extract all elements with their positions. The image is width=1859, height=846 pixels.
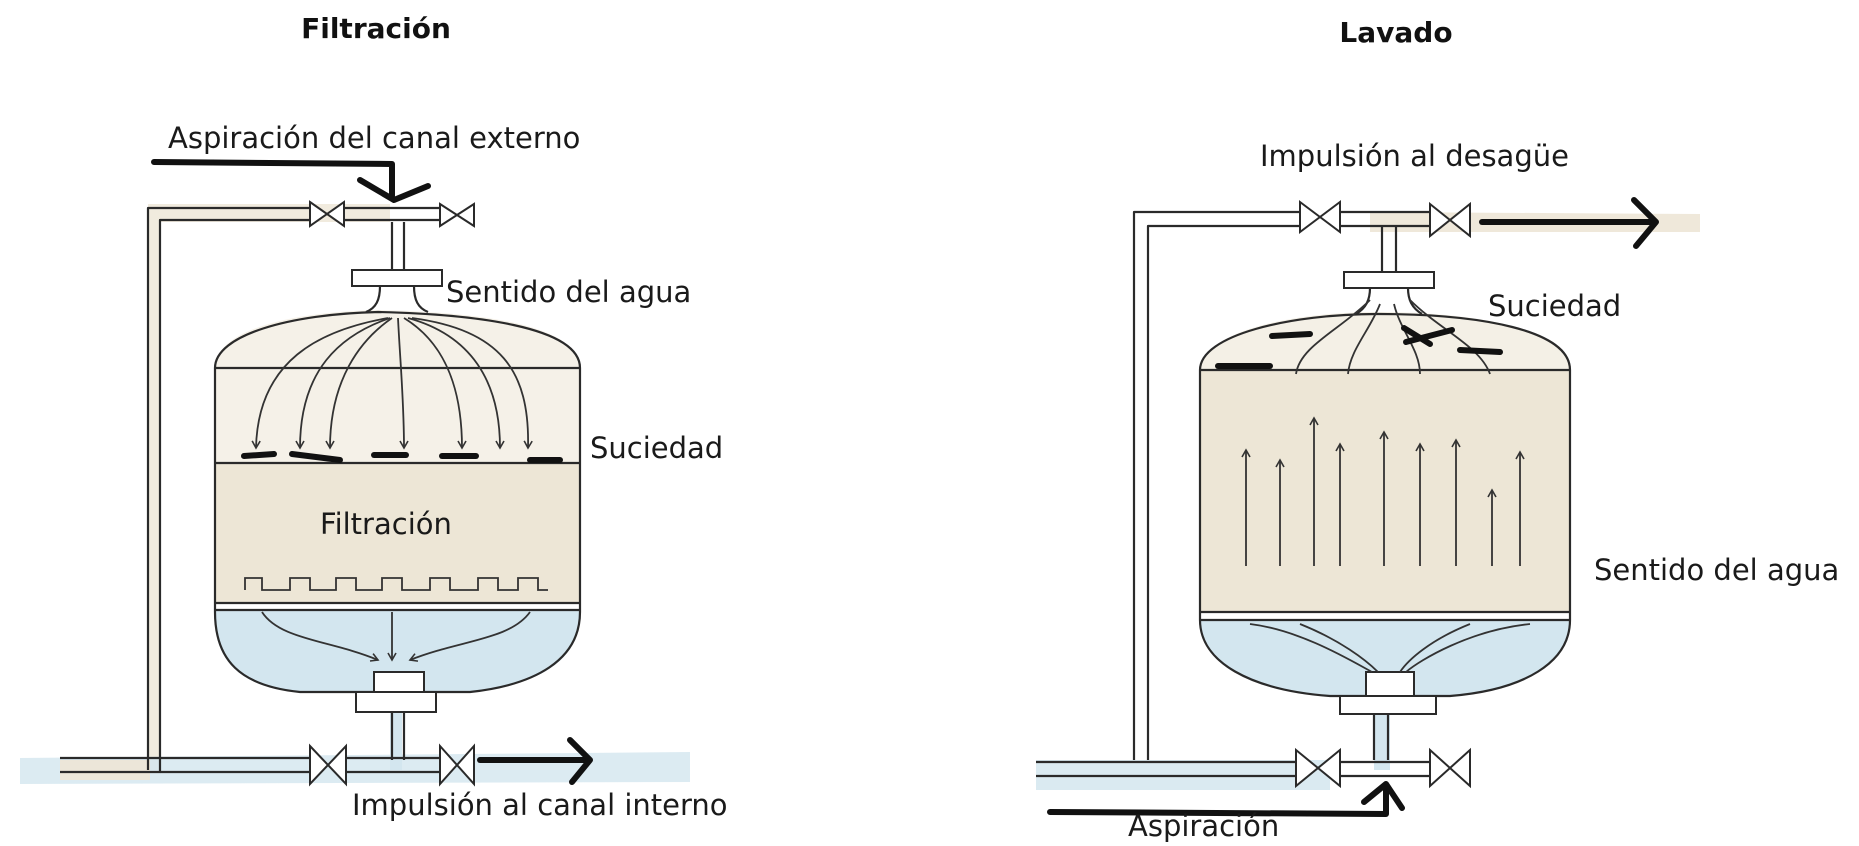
top-flange bbox=[351, 269, 443, 287]
label-flow-direction: Sentido del agua bbox=[1594, 553, 1839, 587]
vessel-dome bbox=[215, 310, 580, 470]
label-outlet: Impulsión al desagüe bbox=[1260, 139, 1569, 173]
label-inlet: Aspiración del canal externo bbox=[168, 121, 580, 155]
lavado-top-piping bbox=[1132, 200, 1471, 760]
filtracion-title: Filtración bbox=[301, 12, 451, 45]
top-flange bbox=[1343, 271, 1435, 289]
vessel-bottom-water bbox=[1200, 620, 1571, 696]
lavado-flow-arrows bbox=[1241, 299, 1531, 673]
valve-icon[interactable] bbox=[1429, 201, 1471, 239]
filter-media-bed bbox=[215, 463, 580, 603]
label-dirt: Suciedad bbox=[1488, 289, 1621, 323]
valve-icon[interactable] bbox=[439, 743, 475, 787]
valve-icon[interactable] bbox=[1429, 747, 1471, 789]
valve-icon[interactable] bbox=[309, 743, 347, 787]
valve-icon[interactable] bbox=[309, 200, 345, 228]
filtracion-flow-arrows bbox=[251, 317, 533, 662]
filtracion-bottom-piping bbox=[60, 743, 475, 787]
lavado-dirt-marks bbox=[1215, 325, 1503, 369]
label-flow-direction: Sentido del agua bbox=[446, 275, 691, 309]
label-inlet: Aspiración bbox=[1128, 809, 1279, 843]
filtracion-vessel bbox=[213, 222, 582, 760]
bottom-flange bbox=[1365, 671, 1415, 697]
lavado-bottom-piping bbox=[1036, 747, 1471, 789]
filtracion-panel: Filtración bbox=[20, 12, 728, 822]
lavado-title: Lavado bbox=[1339, 16, 1452, 49]
valve-icon[interactable] bbox=[1299, 200, 1341, 234]
valve-icon[interactable] bbox=[439, 202, 475, 228]
filtracion-dirt-marks bbox=[241, 451, 563, 463]
filtracion-top-piping bbox=[146, 200, 475, 770]
inlet-arrow-icon bbox=[1047, 781, 1405, 817]
label-outlet: Impulsión al canal interno bbox=[352, 788, 728, 822]
label-dirt: Suciedad bbox=[590, 431, 723, 465]
lavado-vessel bbox=[1198, 226, 1572, 760]
outlet-arrow-icon bbox=[477, 737, 593, 785]
bottom-flange bbox=[373, 671, 425, 693]
vessel-bottom-water bbox=[214, 610, 581, 692]
nozzle-strainers bbox=[244, 577, 548, 591]
filter-media-bed bbox=[1200, 370, 1570, 612]
inlet-arrow-icon bbox=[151, 159, 431, 203]
lavado-panel: Lavado bbox=[1036, 16, 1839, 843]
outlet-arrow-icon bbox=[1479, 197, 1659, 249]
valve-icon[interactable] bbox=[1295, 747, 1341, 789]
label-filter-media: Filtración bbox=[320, 507, 452, 541]
